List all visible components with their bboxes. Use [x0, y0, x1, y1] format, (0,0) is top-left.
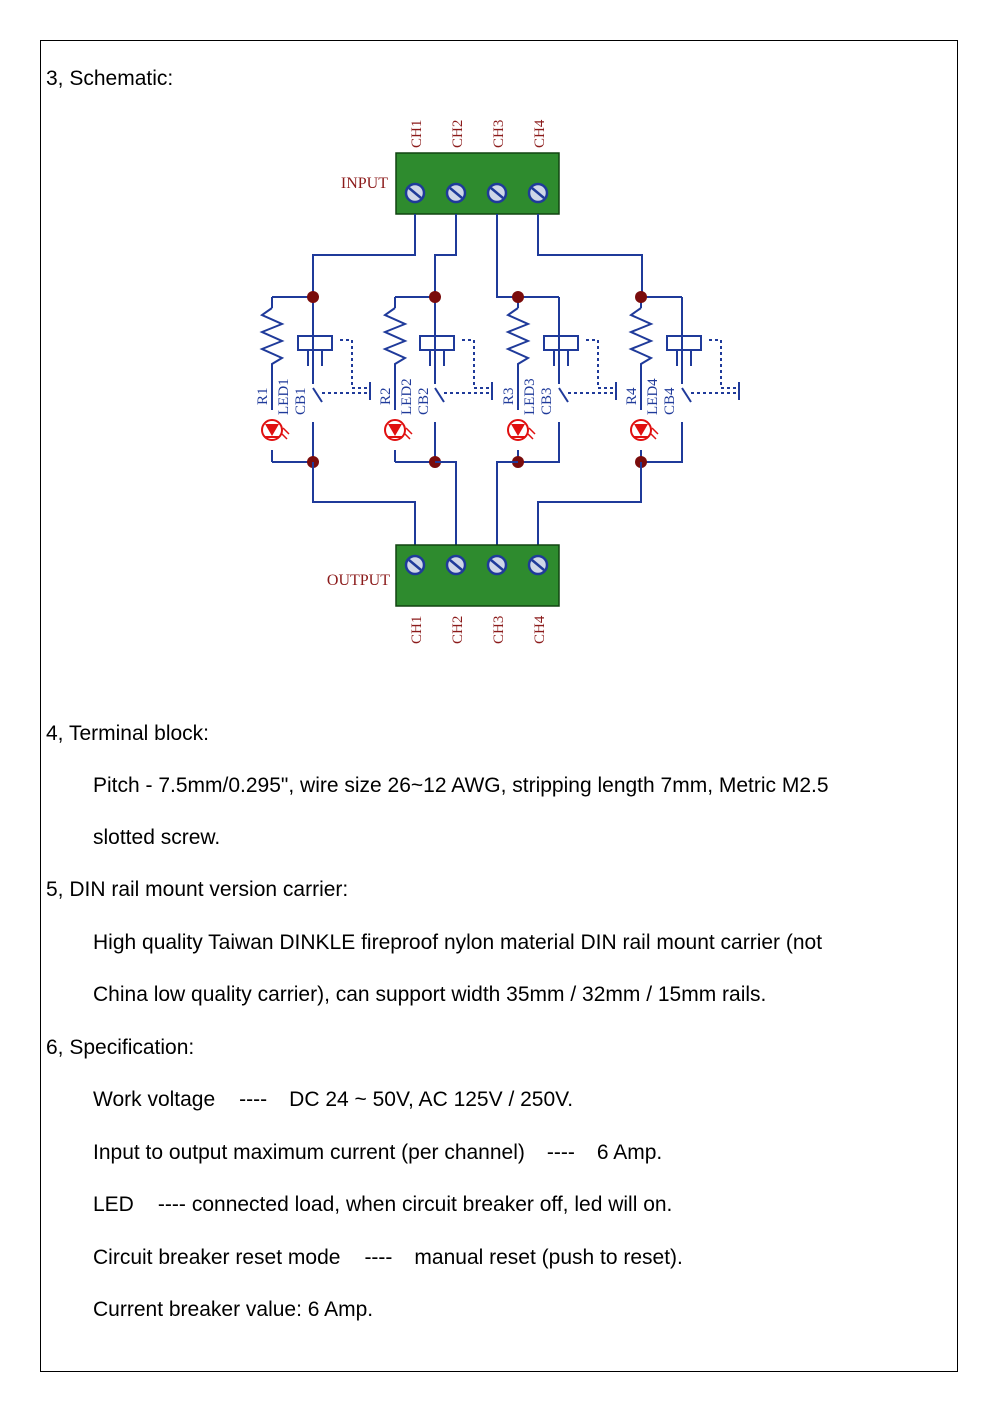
spec-breaker-value: Current breaker value: 6 Amp. [93, 1297, 373, 1323]
branch-2: R2 LED2 CB2 [378, 291, 493, 468]
din-rail-text-line1: High quality Taiwan DINKLE fireproof nyl… [93, 931, 823, 954]
schematic-diagram: INPUT CH1 CH2 CH3 CH4 [255, 119, 740, 644]
cb3-label: CB3 [539, 387, 555, 415]
page-frame [40, 40, 958, 1372]
din-rail-text-line2: China low quality carrier), can support … [93, 983, 767, 1006]
node-top-4 [635, 291, 647, 303]
spec-label: Circuit breaker reset mode [93, 1246, 341, 1269]
led4-label: LED4 [645, 378, 661, 415]
led1-label: LED1 [276, 378, 292, 415]
cb4-label: CB4 [662, 387, 678, 415]
spec-label: LED [93, 1193, 134, 1216]
input-ch3-label: CH3 [491, 120, 507, 148]
spec-value: connected load, when circuit breaker off… [191, 1193, 673, 1216]
spec-separator: ---- [546, 1141, 575, 1164]
output-label: OUTPUT [327, 572, 390, 589]
r1-label: R1 [255, 387, 271, 405]
output-wires [312, 461, 642, 545]
led3-label: LED3 [522, 378, 538, 415]
input-terminal-block [395, 152, 560, 215]
output-ch2-label: CH2 [450, 616, 466, 644]
spec-max-current: Input to output maximum current (per cha… [93, 1140, 662, 1166]
output-ch3-label: CH3 [491, 616, 507, 644]
spec-label: Work voltage [93, 1088, 216, 1111]
spec-value: manual reset (push to reset). [414, 1246, 683, 1269]
input-ch4-label: CH4 [532, 119, 548, 148]
led1-icon [261, 419, 290, 441]
r3-label: R3 [501, 387, 517, 405]
spec-value: 6 Amp. [596, 1141, 663, 1164]
branch-4: R4 LED4 CB4 [624, 291, 740, 468]
terminal-block-heading: 4, Terminal block: [46, 722, 210, 745]
terminal-block-text-line1: Pitch - 7.5mm/0.295", wire size 26~12 AW… [93, 774, 829, 797]
input-ch2-label: CH2 [450, 120, 466, 148]
output-ch1-label: CH1 [409, 616, 425, 644]
input-screw-ch4 [527, 182, 549, 204]
output-screw-ch3 [486, 554, 508, 576]
spec-value: DC 24 ~ 50V, AC 125V / 250V. [289, 1088, 574, 1111]
branch-3: R3 LED3 CB3 [501, 291, 617, 468]
led4-icon [630, 419, 659, 441]
cb2-label: CB2 [416, 387, 432, 415]
led2-label: LED2 [399, 378, 415, 415]
r4-label: R4 [624, 387, 640, 405]
spec-reset-mode: Circuit breaker reset mode ---- manual res… [93, 1245, 683, 1271]
spec-separator: ---- [157, 1193, 186, 1216]
output-ch4-label: CH4 [532, 615, 548, 644]
node-top-1 [307, 291, 319, 303]
output-terminal-block [395, 544, 560, 607]
output-screw-ch4 [527, 554, 549, 576]
schematic-heading: 3, Schematic: [46, 67, 174, 90]
input-wires [312, 214, 643, 298]
terminal-block-text-line2: slotted screw. [93, 826, 221, 849]
r2-label: R2 [378, 387, 394, 405]
node-top-3 [512, 291, 524, 303]
spec-label: Current breaker value: 6 Amp. [93, 1298, 374, 1321]
input-screw-ch3 [486, 182, 508, 204]
spec-led: LED ----connected load, when circuit brea… [93, 1192, 672, 1218]
din-rail-heading: 5, DIN rail mount version carrier: [46, 878, 349, 901]
specification-heading: 6, Specification: [46, 1036, 195, 1059]
node-top-2 [429, 291, 441, 303]
led2-icon [384, 419, 413, 441]
output-screw-ch2 [445, 554, 467, 576]
branch-1: R1 LED1 CB1 [255, 291, 371, 468]
spec-work-voltage: Work voltage ---- DC 24 ~ 50V, AC 125V / 2… [93, 1087, 573, 1113]
led3-icon [507, 419, 536, 441]
cb1-label: CB1 [293, 387, 309, 415]
spec-label: Input to output maximum current (per cha… [93, 1141, 525, 1164]
input-ch1-label: CH1 [409, 120, 425, 148]
input-label: INPUT [341, 175, 388, 192]
input-screw-ch1 [404, 182, 426, 204]
spec-separator: ---- [364, 1246, 393, 1269]
output-screw-ch1 [404, 554, 426, 576]
input-screw-ch2 [445, 182, 467, 204]
spec-separator: ---- [239, 1088, 268, 1111]
